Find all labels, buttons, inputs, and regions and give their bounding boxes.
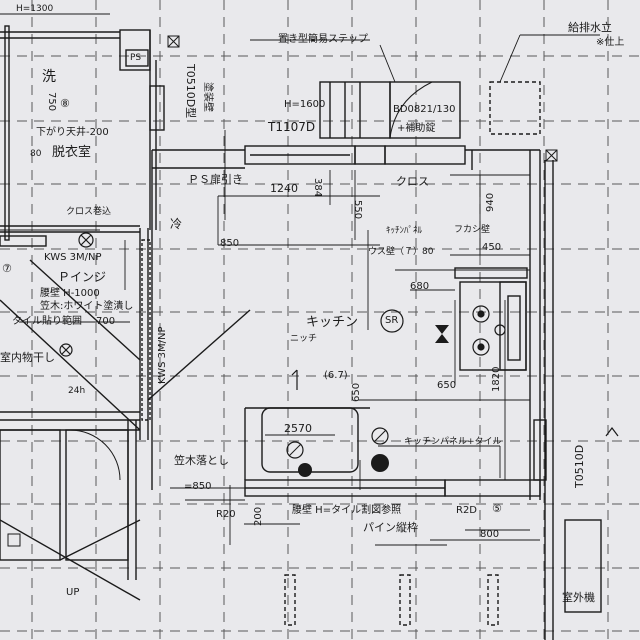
label-cloth-roll: クロス巻込	[66, 207, 112, 217]
label-wainscot-tile: 腰壁 H=タイル割図参照	[292, 505, 402, 516]
label-dim-700: 700	[96, 316, 116, 327]
label-dim-384: 384	[312, 178, 323, 198]
dimension-lines	[0, 13, 600, 546]
valve-bowtie-icon	[435, 325, 449, 343]
label-dim-750: 750	[46, 92, 57, 112]
label-24h: 24h	[68, 386, 86, 396]
label-kws-vertical: KWS 3M/NP	[157, 326, 168, 385]
label-top-dim: H=1300	[16, 4, 54, 14]
label-range: Ｐインジ	[58, 270, 107, 284]
sr-smoke-detector-icon	[380, 309, 404, 333]
ventilation-icon	[59, 232, 94, 357]
label-tile-range: タイル貼り範囲	[12, 316, 82, 327]
label-finish-note: ※仕上	[596, 37, 625, 48]
label-pine-frame: パイン縦枠	[363, 521, 418, 534]
label-ps-small: PS	[130, 53, 142, 63]
label-water-faucet: 給排水立	[568, 21, 612, 34]
label-lower-ceiling: 下がり天井-200	[36, 127, 109, 138]
label-aux-lock: +補助錠	[397, 123, 436, 134]
label-wainscot: 腰壁 H-1000	[40, 288, 100, 299]
label-dim-200: 200	[253, 506, 264, 526]
label-dim-800: 800	[480, 529, 500, 540]
label-kws: KWS 3M/NP	[44, 252, 102, 263]
grid-node-markers	[7, 35, 558, 547]
label-num-8: ⑧	[60, 97, 70, 110]
faucet-icon	[371, 427, 389, 472]
label-t0510d-right: T0510D	[573, 444, 586, 488]
label-dim-940: 940	[485, 192, 496, 212]
label-indoor-dry: 室内物干し	[0, 351, 55, 364]
sink-drain-icon	[286, 441, 312, 477]
label-wash: 洗	[42, 69, 56, 85]
label-t0510d-left: T0510D型	[184, 64, 197, 119]
label-num-7: ⑦	[2, 262, 12, 275]
label-dim-450: 450	[482, 242, 502, 253]
label-dim-2570: 2570	[284, 422, 312, 435]
label-setup-step: 置き型簡易ステップ	[278, 34, 368, 45]
label-t1107d: T1107D	[268, 120, 316, 134]
label-dim-6-7: (6.7)	[324, 370, 348, 381]
label-kasagi-drop: 笠木落とし	[174, 454, 229, 467]
label-dim-650b: 650	[437, 380, 457, 391]
label-dim-680: 680	[410, 281, 430, 292]
label-kitchen-panel: ｷｯﾁﾝﾊﾟﾈﾙ	[386, 226, 423, 236]
label-dim-1820: 1820	[491, 366, 502, 392]
up-arrow-icon	[291, 369, 619, 437]
label-dim-850: 850	[220, 238, 240, 249]
walls	[0, 25, 602, 640]
label-cold: 冷	[170, 217, 183, 231]
gas-burner-icon	[472, 305, 506, 356]
label-r20-left: R20	[216, 509, 236, 520]
label-fukashi-wall: フカシ壁	[454, 225, 491, 235]
label-dim-550: 550	[352, 200, 363, 220]
label-kasagi: 笠木:ホワイト塗潰し	[40, 301, 134, 312]
label-sr: SR	[385, 315, 399, 326]
label-kitchen: キッチン	[306, 315, 359, 330]
label-r20-right: R2D	[456, 505, 478, 516]
label-kitchen-panel-tile: キッチンパネル+タイル	[404, 437, 502, 447]
label-dim-80: 80	[30, 149, 42, 159]
label-usu-wall: ウス壁（７）80	[368, 247, 434, 257]
label-niche: ニッチ	[290, 334, 318, 344]
label-h1600: H=1600	[284, 99, 326, 110]
label-dim-850b: =850	[184, 481, 212, 492]
label-num-5: ⑤	[492, 502, 502, 515]
label-dim-1240: 1240	[270, 182, 298, 195]
door-swings	[69, 81, 433, 481]
label-coated-wall: 塗装壁	[202, 82, 213, 112]
label-dressing-room: 脱衣室	[52, 145, 92, 160]
label-cloth: クロス	[396, 175, 429, 188]
label-ps-door: ＰＳ扉引き	[188, 173, 243, 186]
label-dim-650: 650	[351, 382, 362, 402]
label-door-code: BD0821/130	[393, 104, 456, 115]
label-up: UP	[66, 587, 80, 598]
label-outdoor-unit: 室外機	[562, 591, 595, 604]
